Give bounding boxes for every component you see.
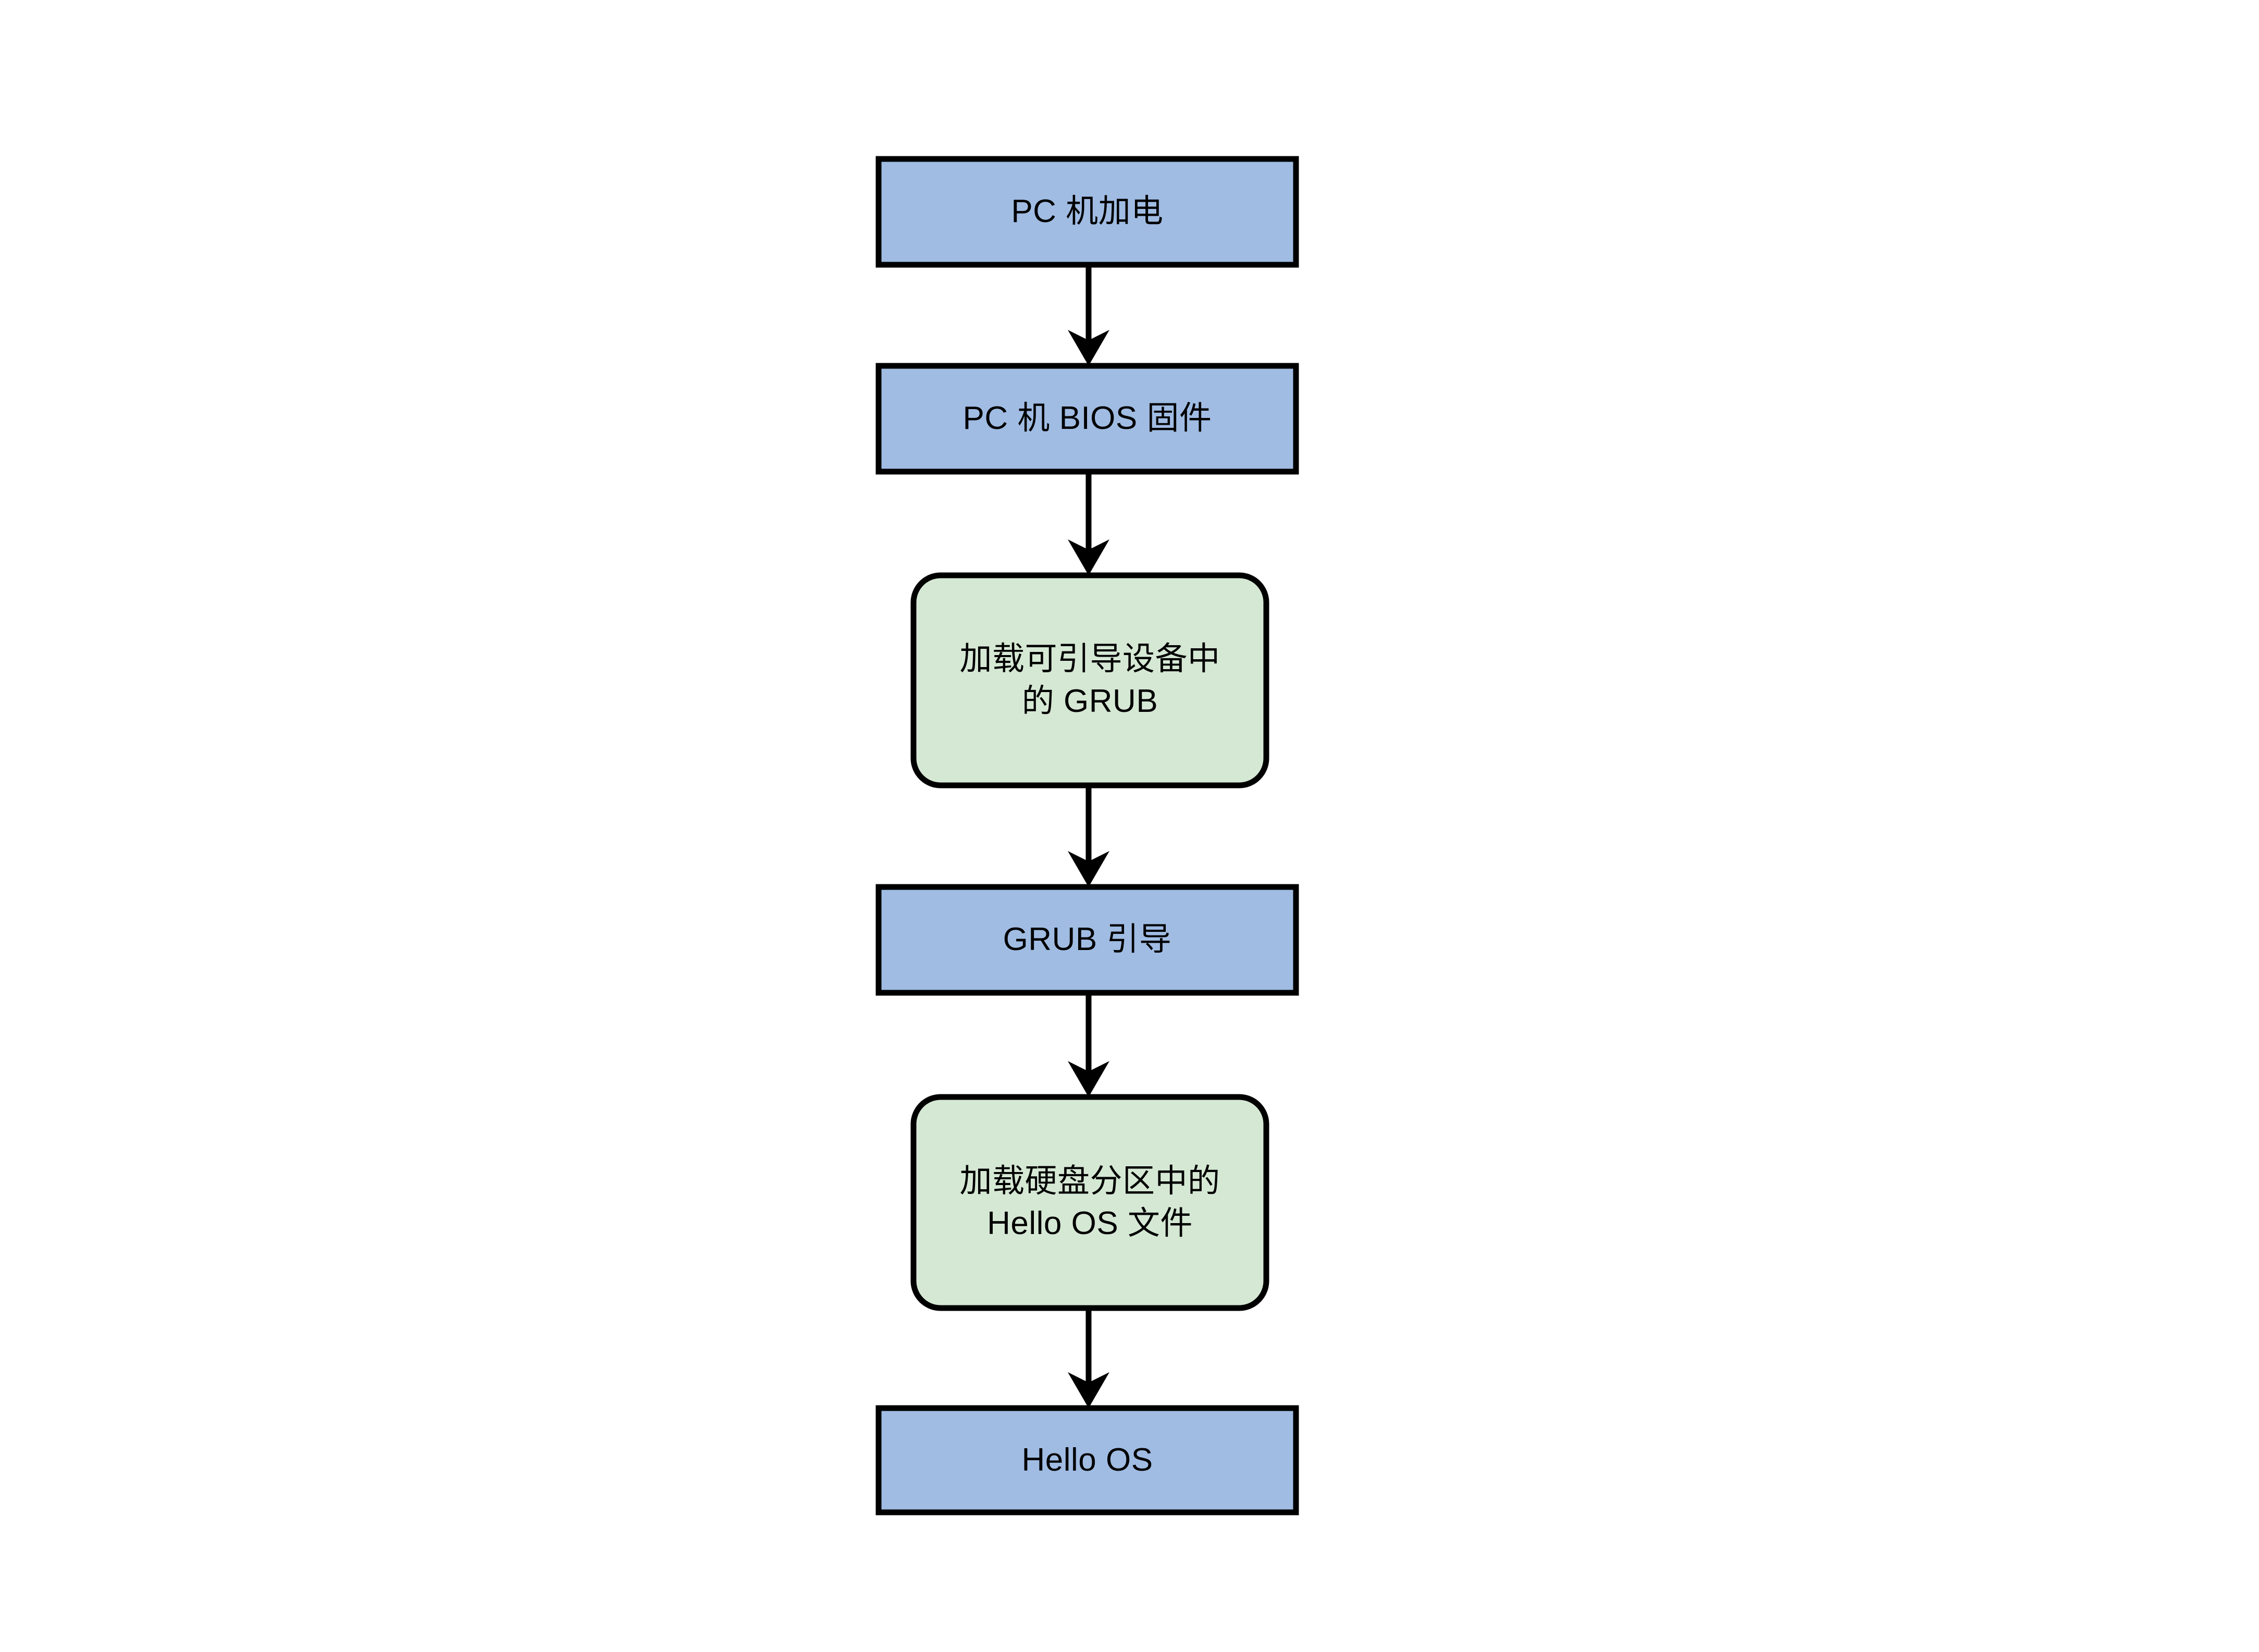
node-load-grub-shape[interactable] xyxy=(910,572,1269,788)
edge-power-on-to-bios-firmware xyxy=(1068,265,1109,366)
node-bios-firmware-shape[interactable] xyxy=(875,363,1299,475)
edge-grub-boot-to-load-hello-os-files xyxy=(1068,992,1109,1097)
edge-bios-firmware-to-load-grub xyxy=(1068,471,1109,575)
node-power-on-shape[interactable] xyxy=(875,156,1299,268)
node-load-hello-os-files-shape[interactable] xyxy=(910,1094,1269,1311)
edge-load-grub-to-grub-boot xyxy=(1068,785,1109,887)
node-hello-os-shape[interactable] xyxy=(875,1405,1299,1515)
edge-load-hello-os-files-to-hello-os xyxy=(1068,1308,1109,1408)
node-grub-boot-shape[interactable] xyxy=(875,884,1299,996)
